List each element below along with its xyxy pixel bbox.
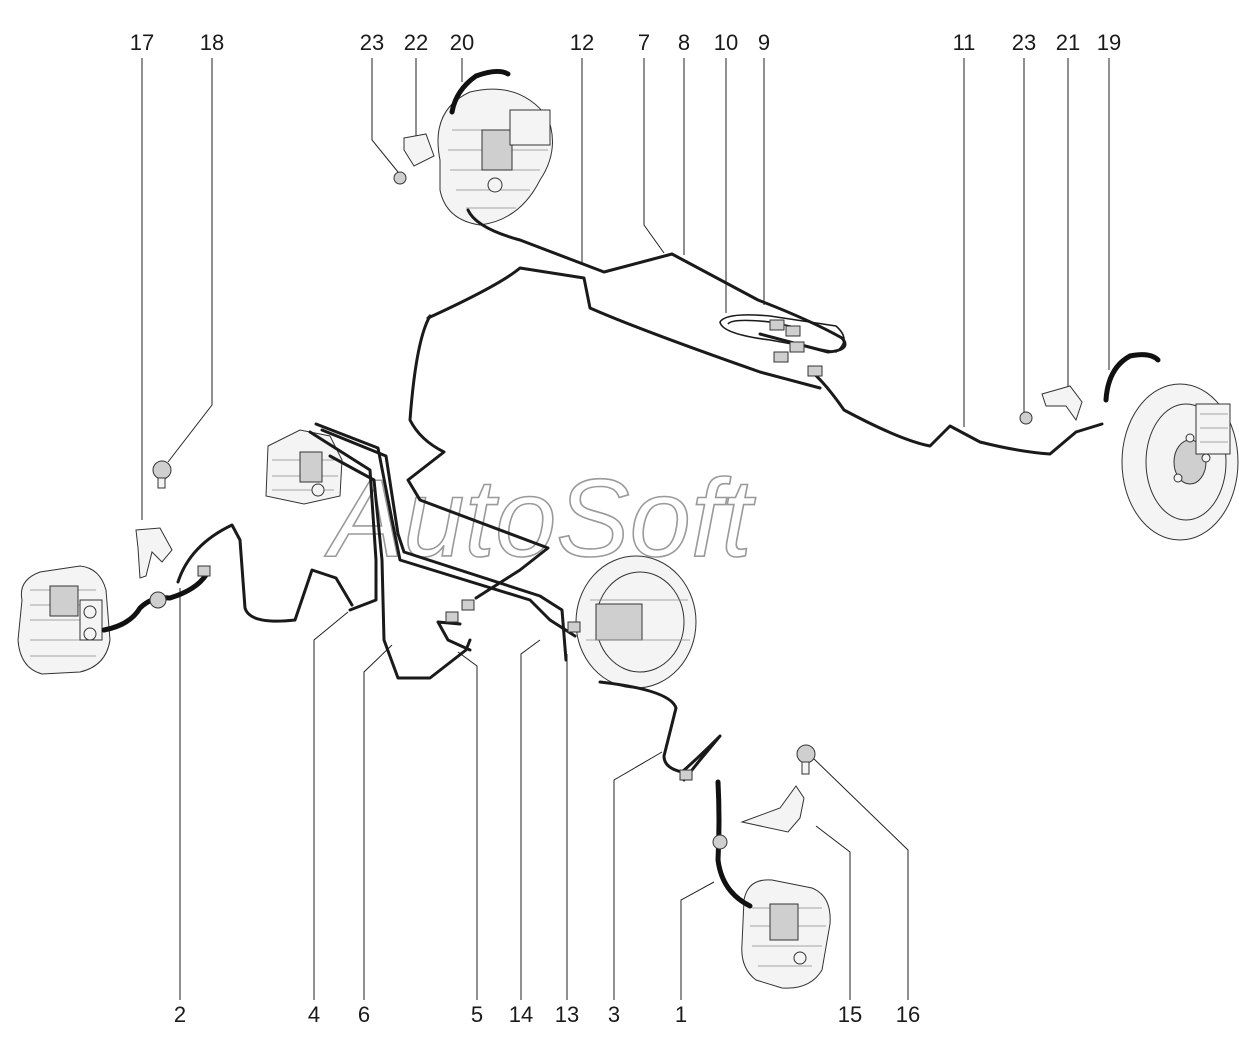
pipe-12 [426,266,822,390]
callout-20: 20 [450,30,474,55]
callout-16: 16 [896,1002,920,1027]
callouts-bottom: 2 4 6 5 14 13 3 1 15 16 [174,1002,920,1027]
callout-23-top-left: 23 [360,30,384,55]
bolt-23-left [393,171,407,185]
callout-18: 18 [200,30,224,55]
callout-8: 8 [678,30,690,55]
callout-11: 11 [953,30,976,55]
pipe-6 [328,454,472,680]
abs-modulator [265,429,343,505]
callout-12: 12 [570,30,594,55]
callout-21: 21 [1056,30,1080,55]
callout-4: 4 [308,1002,320,1027]
hose-19 [1103,352,1161,403]
hose-20 [449,68,511,115]
callout-10: 10 [714,30,738,55]
front-right-brake-caliper [741,879,831,989]
main-brake-lines [308,208,1104,680]
callout-2: 2 [174,1002,186,1027]
leader-lines [141,58,1110,1000]
bolt-23-right [1019,411,1033,425]
rear-left-brake-assembly [437,88,553,226]
callout-7: 7 [638,30,650,55]
callout-14: 14 [509,1002,533,1027]
bolt-18 [152,460,172,489]
pipe-2 [176,523,354,623]
callout-6: 6 [358,1002,370,1027]
rear-right-brake-disc [1121,383,1239,541]
callout-23-top-right: 23 [1012,30,1036,55]
callout-13: 13 [555,1002,579,1027]
pipe-7 [466,208,847,354]
pipe-4 [308,430,378,612]
callout-19: 19 [1097,30,1121,55]
bracket-22 [403,133,435,167]
callout-3: 3 [608,1002,620,1027]
pipe-3 [598,680,722,782]
bracket-17 [135,527,173,579]
brake-booster [575,555,697,689]
pipe-left-vertical [406,314,550,600]
pipe-5 [436,620,472,652]
hose-1 [715,779,753,909]
bracket-15 [740,785,805,833]
bolt-16 [796,744,816,775]
callout-17: 17 [130,30,154,55]
callout-15: 15 [838,1002,862,1027]
callout-9: 9 [758,30,770,55]
callout-1: 1 [675,1002,687,1027]
callout-5: 5 [471,1002,483,1027]
pipe-13 [320,428,568,662]
left-brake-caliper [17,565,111,675]
pipe-9 [719,314,845,353]
fittings [197,319,823,781]
callout-22: 22 [404,30,428,55]
pipe-14 [314,422,577,638]
callouts-top: 17 18 23 22 20 12 7 8 10 9 11 23 21 19 [130,30,1121,55]
pipe-11 [810,370,1104,456]
bracket-21 [1041,385,1083,422]
